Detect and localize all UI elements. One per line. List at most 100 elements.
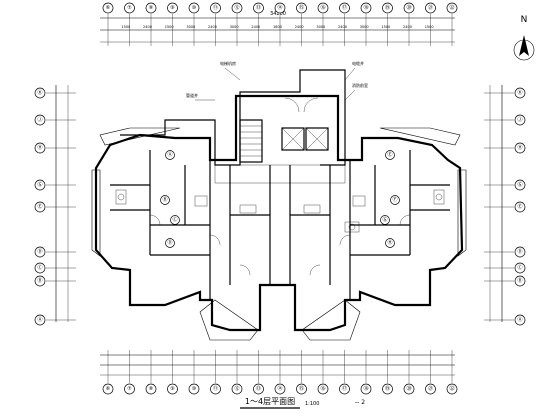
grid-bubble-top: ⑳ bbox=[403, 2, 415, 14]
svg-text:Ⓓ: Ⓓ bbox=[517, 248, 522, 255]
svg-text:⑯: ⑯ bbox=[320, 385, 325, 392]
grid-bubble-top: ⑱ bbox=[360, 2, 372, 14]
svg-text:Ⓚ: Ⓚ bbox=[37, 89, 42, 96]
grid-bubble-right: Ⓒ bbox=[514, 262, 526, 274]
grid-bubble-top: ⑭ bbox=[274, 2, 286, 14]
room-tag: Ⓕ bbox=[390, 195, 400, 205]
svg-text:㉑: ㉑ bbox=[428, 385, 433, 392]
grid-bubble-bottom: ⑫ bbox=[231, 383, 243, 395]
svg-text:Ⓑ: Ⓑ bbox=[517, 277, 522, 284]
building-outline bbox=[91, 69, 467, 341]
grid-bubble-bottom: ㉑ bbox=[425, 383, 436, 395]
dimension-label: 3000 bbox=[316, 25, 325, 29]
svg-text:⑧: ⑧ bbox=[149, 5, 154, 11]
svg-text:Ⓖ: Ⓖ bbox=[382, 216, 387, 223]
grid-bubble-bottom: ⑥ bbox=[102, 383, 114, 395]
svg-text:⑥: ⑥ bbox=[106, 5, 111, 11]
note-0: 电梯机房 bbox=[220, 60, 236, 66]
room-tags: Ⓐ Ⓑ Ⓒ Ⓓ Ⓔ Ⓕ Ⓖ Ⓗ bbox=[160, 150, 400, 248]
svg-text:Ⓒ: Ⓒ bbox=[172, 216, 177, 223]
grid-bubble-left: Ⓑ bbox=[34, 275, 46, 287]
room-tag: Ⓐ bbox=[165, 150, 175, 160]
side-dimension-lines bbox=[55, 85, 503, 322]
drawing-title: 1～4层平面图 bbox=[245, 397, 295, 406]
grid-bubble-left: Ⓚ bbox=[34, 87, 46, 99]
grid-bubble-top: ⑩ bbox=[188, 2, 200, 14]
svg-text:㉑: ㉑ bbox=[428, 4, 433, 11]
grid-bubble-left: Ⓓ bbox=[34, 246, 46, 258]
grid-bubble-top: ⑮ bbox=[296, 2, 307, 14]
svg-text:⑲: ⑲ bbox=[385, 4, 390, 11]
svg-text:⑭: ⑭ bbox=[277, 385, 282, 392]
svg-text:Ⓕ: Ⓕ bbox=[392, 196, 397, 203]
drawing-title-block: 1～4层平面图 1:100 -- 2 bbox=[240, 397, 365, 409]
note-3: 消防前室 bbox=[352, 82, 368, 88]
grid-bubble-top: ㉒ bbox=[446, 2, 458, 14]
dimension-label: 1500 bbox=[425, 25, 434, 29]
svg-text:⑪: ⑪ bbox=[213, 4, 218, 11]
dimension-label: 2400 bbox=[251, 25, 260, 29]
grid-bubble-bottom: ⑬ bbox=[253, 383, 264, 395]
svg-text:Ⓔ: Ⓔ bbox=[37, 203, 42, 210]
svg-text:⑩: ⑩ bbox=[192, 386, 197, 392]
grid-bubble-left: Ⓗ bbox=[34, 142, 46, 154]
scale-note: 1:100 bbox=[305, 401, 319, 407]
grid-bubble-right: Ⓔ bbox=[514, 201, 526, 213]
svg-text:Ⓙ: Ⓙ bbox=[517, 116, 522, 123]
grid-bubble-top: ⑦ bbox=[124, 2, 135, 14]
svg-text:Ⓑ: Ⓑ bbox=[37, 277, 42, 284]
svg-text:⑭: ⑭ bbox=[277, 4, 282, 11]
svg-text:Ⓗ: Ⓗ bbox=[387, 239, 392, 246]
svg-text:⑧: ⑧ bbox=[149, 386, 154, 392]
grid-bubble-right: Ⓑ bbox=[514, 275, 526, 287]
dimension-label: 2400 bbox=[208, 25, 217, 29]
svg-text:⑨: ⑨ bbox=[170, 5, 174, 11]
note-1: 管道井 bbox=[186, 92, 198, 98]
svg-text:⑮: ⑮ bbox=[299, 4, 304, 11]
room-tag: Ⓓ bbox=[165, 238, 175, 248]
svg-text:⑮: ⑮ bbox=[299, 385, 304, 392]
grid-bubble-left: Ⓙ bbox=[34, 114, 46, 126]
svg-text:Ⓔ: Ⓔ bbox=[517, 203, 522, 210]
svg-text:Ⓐ: Ⓐ bbox=[517, 316, 522, 323]
grid-bubble-bottom: ⑧ bbox=[145, 383, 157, 395]
grid-bubble-right: Ⓚ bbox=[514, 87, 526, 99]
grid-bubble-top: ⑥ bbox=[102, 2, 114, 14]
svg-text:⑳: ⑳ bbox=[406, 4, 411, 11]
svg-text:㉒: ㉒ bbox=[449, 385, 454, 392]
svg-text:Ⓓ: Ⓓ bbox=[167, 239, 172, 246]
grid-bubble-bottom: ⑮ bbox=[296, 383, 307, 395]
grid-bubble-bottom: ⑳ bbox=[403, 383, 415, 395]
room-tag: Ⓔ bbox=[385, 150, 395, 160]
dimension-label: 2400 bbox=[295, 25, 304, 29]
room-tag: Ⓑ bbox=[160, 195, 170, 205]
grid-bubble-top: ⑰ bbox=[339, 2, 350, 14]
svg-text:⑬: ⑬ bbox=[256, 385, 261, 392]
grid-bubble-top: ⑫ bbox=[231, 2, 243, 14]
grid-bubble-left: Ⓐ bbox=[34, 314, 46, 326]
svg-text:⑲: ⑲ bbox=[385, 385, 390, 392]
svg-text:Ⓖ: Ⓖ bbox=[517, 181, 522, 188]
grid-bubble-right: Ⓖ bbox=[514, 179, 526, 191]
svg-text:Ⓒ: Ⓒ bbox=[517, 264, 522, 271]
grid-bubble-top: ⑪ bbox=[210, 2, 221, 14]
grid-bubble-top: ⑬ bbox=[253, 2, 264, 14]
svg-text:⑳: ⑳ bbox=[406, 385, 411, 392]
svg-text:Ⓒ: Ⓒ bbox=[37, 264, 42, 271]
svg-text:⑦: ⑦ bbox=[127, 5, 132, 11]
svg-text:⑱: ⑱ bbox=[363, 385, 368, 392]
dimension-label: 1500 bbox=[381, 25, 390, 29]
north-label: N bbox=[521, 15, 528, 25]
svg-text:⑦: ⑦ bbox=[127, 386, 132, 392]
svg-text:⑰: ⑰ bbox=[342, 4, 347, 11]
svg-text:⑥: ⑥ bbox=[106, 386, 111, 392]
bottom-dimension-lines bbox=[100, 354, 455, 376]
grid-bubble-bottom: ㉒ bbox=[446, 383, 458, 395]
svg-text:Ⓐ: Ⓐ bbox=[167, 151, 172, 158]
grid-bubble-right: Ⓓ bbox=[514, 246, 526, 258]
room-tag: Ⓖ bbox=[380, 215, 390, 225]
grid-bubble-top: ⑲ bbox=[382, 2, 393, 14]
